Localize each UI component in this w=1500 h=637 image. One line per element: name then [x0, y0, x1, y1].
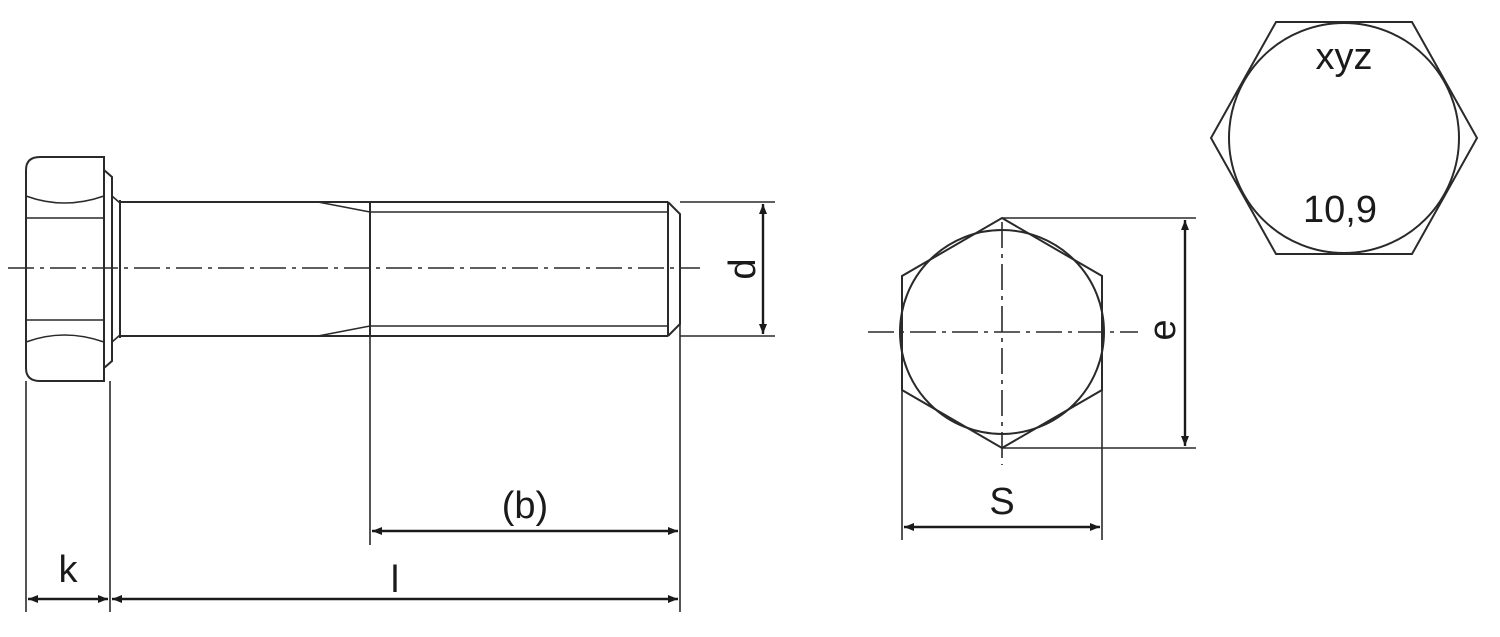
label-b: (b)	[502, 485, 548, 527]
label-k: k	[59, 549, 79, 591]
label-e: e	[1142, 319, 1184, 340]
marking-hex-outline	[1209, 21, 1479, 255]
bolt-head-end-view: S e	[868, 216, 1196, 540]
property-class-mark: 10,9	[1303, 189, 1377, 231]
label-s: S	[989, 481, 1014, 523]
bolt-head	[25, 156, 121, 382]
bolt-shank	[120, 201, 681, 337]
bolt-side-view: k l (b) d	[8, 156, 775, 612]
extension-lines	[25, 201, 775, 612]
marking-circle	[1228, 22, 1460, 254]
bolt-head-marking-view: xyz 10,9	[1209, 21, 1479, 255]
label-l: l	[391, 559, 399, 601]
manufacturer-mark: xyz	[1316, 36, 1373, 78]
label-d: d	[722, 258, 764, 279]
